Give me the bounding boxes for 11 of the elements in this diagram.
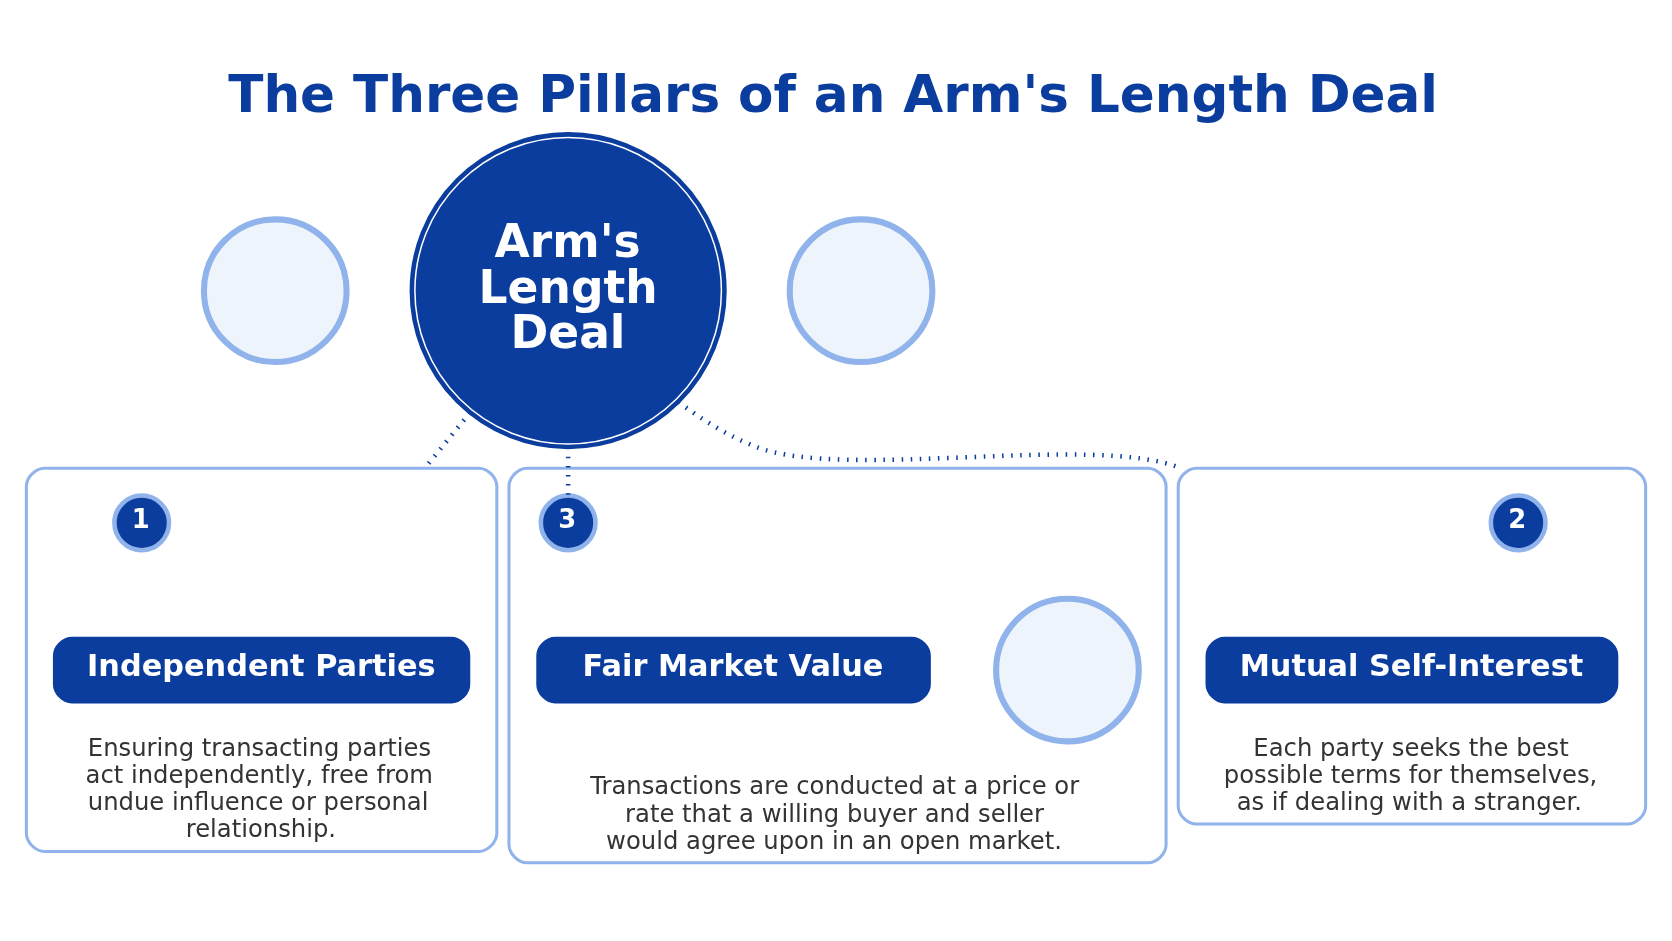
node-circle: 2 (1488, 493, 1548, 553)
node-box: Fair Market Value (536, 636, 931, 704)
node-circle (200, 216, 350, 366)
node-circle: Arm's Length Deal (409, 132, 727, 450)
node-circle (786, 216, 936, 366)
node-box: Mutual Self-Interest (1205, 636, 1619, 704)
node-circle: 1 (112, 493, 172, 553)
node-circle: 3 (538, 493, 598, 553)
diagram-title: The Three Pillars of an Arm's Length Deal (228, 63, 1438, 124)
node-circle (993, 595, 1142, 745)
node-box: Independent Parties (52, 636, 471, 704)
